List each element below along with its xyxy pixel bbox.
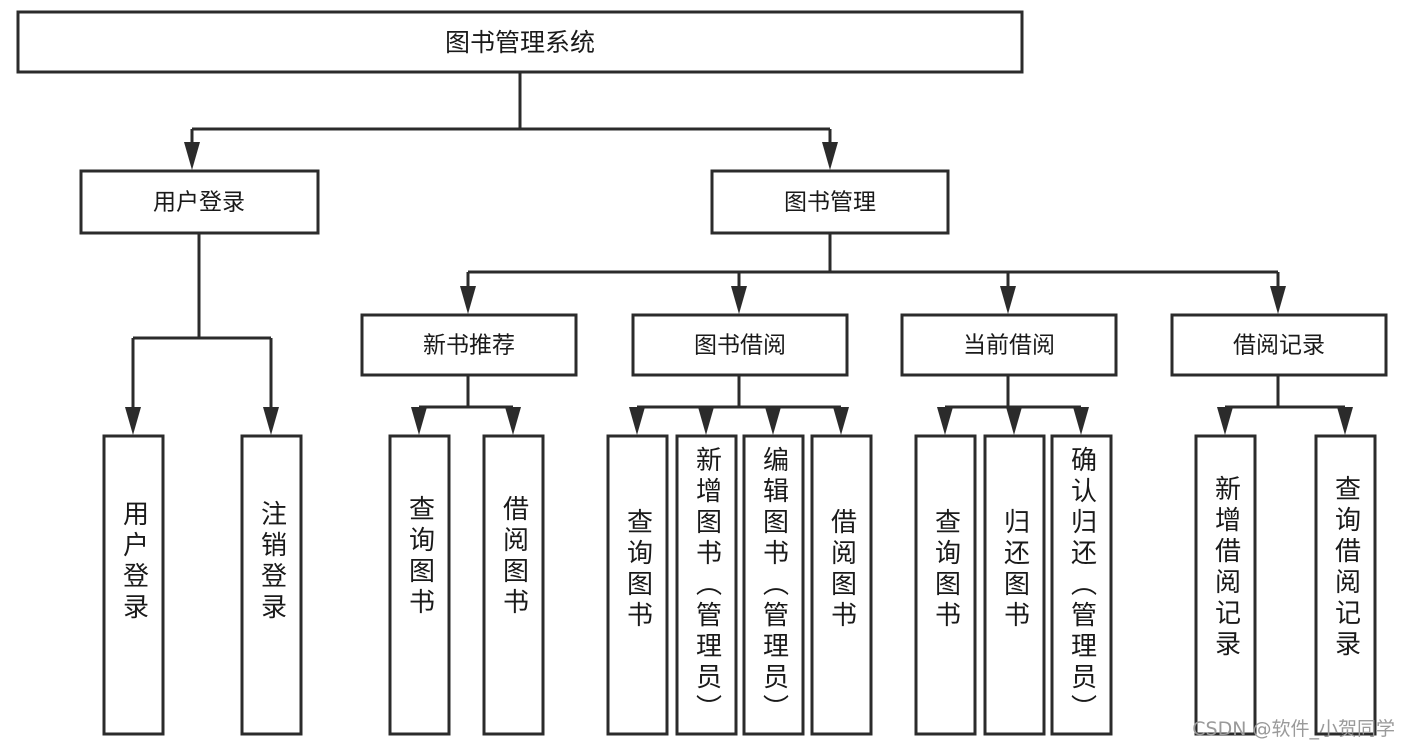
node-new-book-recommend[interactable]: 新书推荐 (360, 313, 578, 377)
arrow-bm-to-new-book-icon (460, 286, 476, 314)
arrow-ul-to-leaf-1-icon (263, 407, 279, 435)
node-user-login-label: 用户登录 (153, 190, 245, 216)
arrow-nbr-to-leaf-1-icon (505, 407, 521, 435)
node-book-borrow[interactable]: 图书借阅 (631, 313, 849, 377)
connector-group-current-borrow (937, 375, 1089, 435)
leaf-box-add-book-admin[interactable] (675, 434, 738, 736)
node-book-management[interactable]: 图书管理 (710, 169, 950, 235)
leaf-box-borrow-book-1[interactable] (482, 434, 545, 736)
connector-group-borrow-record (1217, 375, 1353, 435)
leaf-node-group (102, 434, 1377, 736)
arrow-cb-to-leaf-2-icon (1073, 407, 1089, 435)
node-borrow-record-box[interactable] (1170, 313, 1388, 377)
arrow-cb-to-leaf-1-icon (1006, 407, 1022, 435)
node-current-borrow-label: 当前借阅 (963, 333, 1055, 359)
connector-group-book-management (460, 233, 1286, 314)
leaf-box-query-book-1[interactable] (388, 434, 451, 736)
arrow-cb-to-leaf-0-icon (937, 407, 953, 435)
node-book-management-label: 图书管理 (784, 190, 876, 216)
connector-group-root (184, 72, 838, 170)
arrow-bm-to-current-borrow-icon (1000, 286, 1016, 314)
arrow-bb-to-leaf-3-icon (833, 407, 849, 435)
node-current-borrow[interactable]: 当前借阅 (900, 313, 1118, 377)
node-root-box[interactable] (16, 10, 1024, 74)
connector-group-book-borrow (629, 375, 849, 435)
arrow-root-to-book-management-icon (822, 142, 838, 170)
arrow-root-to-user-login-icon (184, 142, 200, 170)
leaf-box-logout-login[interactable] (240, 434, 303, 736)
node-new-book-recommend-box[interactable] (360, 313, 578, 377)
leaf-box-confirm-return-admin[interactable] (1050, 434, 1113, 736)
leaf-box-add-borrow-record[interactable] (1194, 434, 1257, 736)
connector-group-user-login (125, 233, 279, 435)
arrow-nbr-to-leaf-0-icon (411, 407, 427, 435)
arrow-br-to-leaf-1-icon (1337, 407, 1353, 435)
leaf-box-borrow-book-2[interactable] (810, 434, 873, 736)
arrow-bb-to-leaf-0-icon (629, 407, 645, 435)
node-book-borrow-label: 图书借阅 (694, 333, 786, 359)
leaf-box-user-login[interactable] (102, 434, 165, 736)
arrow-bm-to-borrow-record-icon (1270, 286, 1286, 314)
arrow-bb-to-leaf-2-icon (765, 407, 781, 435)
node-root-label: 图书管理系统 (445, 28, 595, 57)
arrow-bb-to-leaf-1-icon (698, 407, 714, 435)
leaf-box-query-borrow-record[interactable] (1314, 434, 1377, 736)
leaf-box-query-book-2[interactable] (606, 434, 669, 736)
node-book-borrow-box[interactable] (631, 313, 849, 377)
node-new-book-recommend-label: 新书推荐 (423, 333, 515, 359)
arrow-br-to-leaf-0-icon (1217, 407, 1233, 435)
node-borrow-record-label: 借阅记录 (1233, 333, 1325, 359)
leaf-box-return-book[interactable] (983, 434, 1046, 736)
node-user-login[interactable]: 用户登录 (79, 169, 320, 235)
node-current-borrow-box[interactable] (900, 313, 1118, 377)
leaf-box-query-book-3[interactable] (914, 434, 977, 736)
arrow-ul-to-leaf-0-icon (125, 407, 141, 435)
node-book-management-box[interactable] (710, 169, 950, 235)
node-root[interactable]: 图书管理系统 (16, 10, 1024, 74)
connector-group-new-book-recommend (411, 375, 521, 435)
arrow-bm-to-book-borrow-icon (731, 286, 747, 314)
node-user-login-box[interactable] (79, 169, 320, 235)
leaf-box-edit-book-admin[interactable] (742, 434, 805, 736)
node-borrow-record[interactable]: 借阅记录 (1170, 313, 1388, 377)
